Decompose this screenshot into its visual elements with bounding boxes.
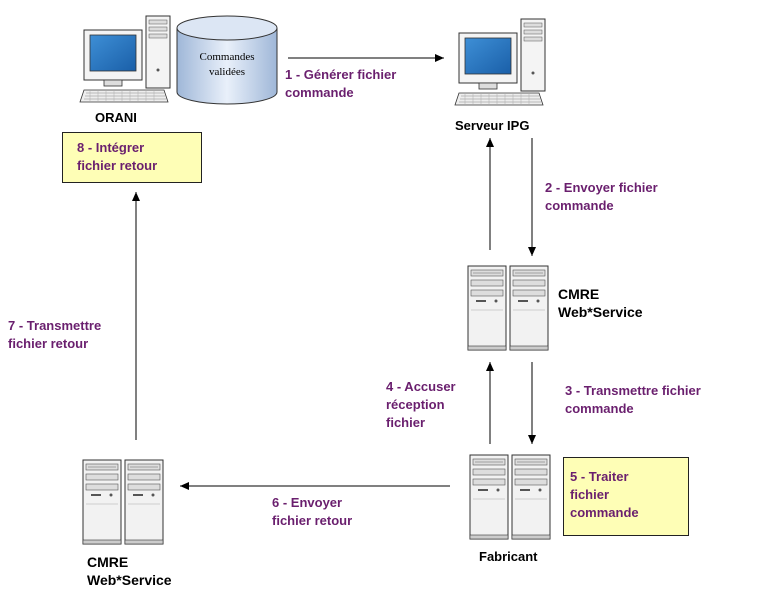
cmre-bottom-label: CMRE Web*Service (87, 554, 172, 588)
step-8-box: 8 - Intégrer fichier retour (62, 132, 202, 183)
step-1-label: 1 - Générer fichier commande (285, 67, 397, 100)
serveur-ipg-computer-icon (454, 18, 546, 106)
step-8-label: 8 - Intégrer fichier retour (77, 140, 158, 173)
database-label: Commandes validées (199, 51, 255, 78)
fabricant-server-icon (469, 454, 551, 540)
step-6-label: 6 - Envoyer fichier retour (272, 495, 353, 528)
step-3-label: 3 - Transmettre fichier commande (565, 383, 701, 416)
step-5-label: 5 - Traiter fichier commande (570, 469, 639, 520)
orani-computer-icon (79, 15, 171, 103)
step-4-label: 4 - Accuser réception fichier (386, 379, 456, 430)
fabricant-label: Fabricant (479, 549, 538, 564)
orani-label: ORANI (95, 110, 137, 125)
step-2-label: 2 - Envoyer fichier commande (545, 180, 658, 213)
serveur-ipg-label: Serveur IPG (455, 118, 530, 133)
step-7-label: 7 - Transmettre fichier retour (8, 318, 102, 351)
step-5-box: 5 - Traiter fichier commande (563, 457, 689, 536)
database-icon (176, 15, 278, 105)
cmre-top-label: CMRE Web*Service (558, 286, 643, 320)
cmre-top-server-icon (467, 265, 549, 351)
cmre-bottom-server-icon (82, 459, 164, 545)
